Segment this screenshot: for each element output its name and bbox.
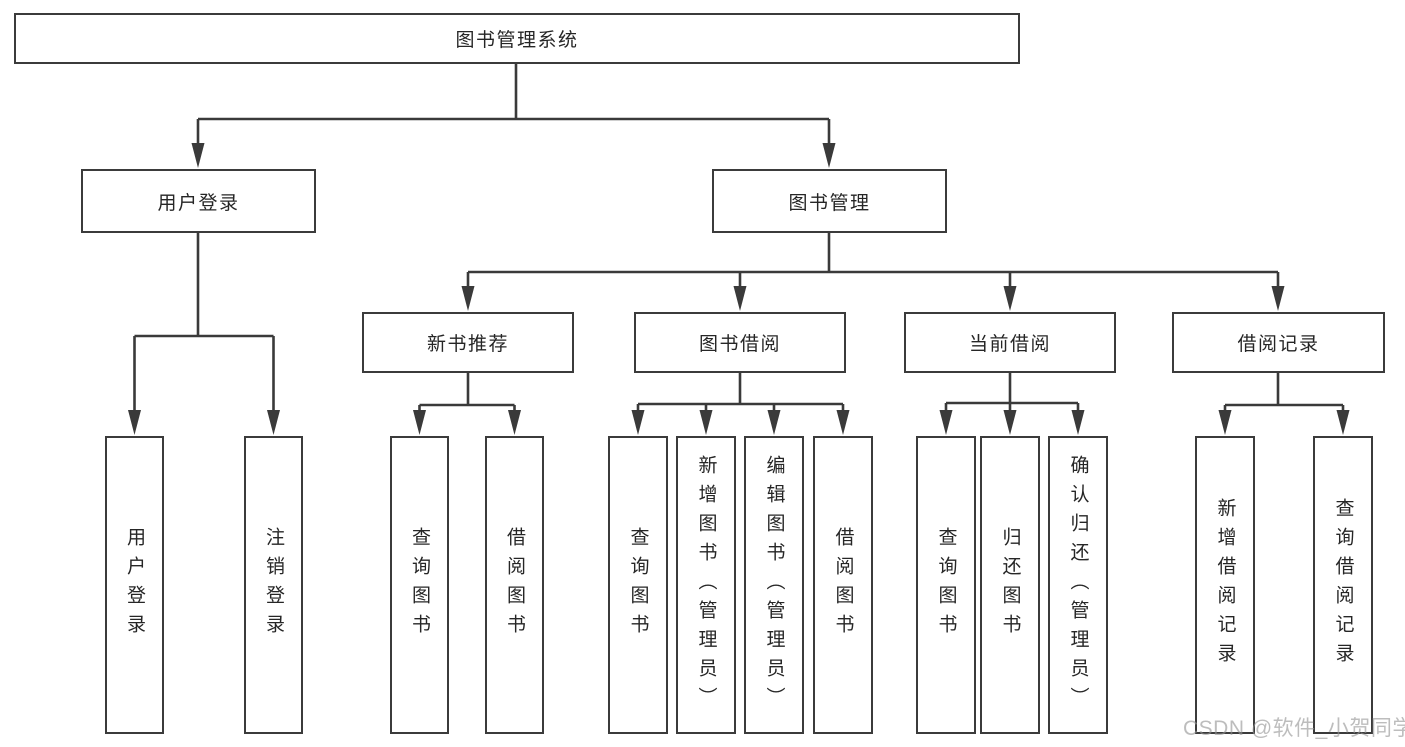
- node-leaf-cb-return-books-label: 归还图书: [999, 527, 1021, 643]
- node-leaf-br-query-record-label: 查询借阅记录: [1332, 498, 1354, 672]
- arrow-icon: [1071, 410, 1085, 435]
- node-leaf-nb-query-books-label: 查询图书: [409, 527, 430, 643]
- node-leaf-nb-borrow-books: 借阅图书: [485, 436, 544, 734]
- node-leaf-bb-edit-books-admin: 编辑图书（管理员）: [744, 436, 804, 734]
- node-current-borrow: 当前借阅: [904, 312, 1116, 373]
- node-book-borrow-label: 图书借阅: [698, 334, 781, 355]
- node-book-mgmt: 图书管理: [712, 169, 947, 233]
- arrow-icon: [1003, 286, 1017, 311]
- arrow-icon: [461, 286, 475, 311]
- arrow-icon: [413, 410, 426, 435]
- arrowheads: [128, 143, 1350, 435]
- node-leaf-cb-confirm-return-admin: 确认归还（管理员）: [1048, 436, 1108, 734]
- arrow-icon: [1271, 286, 1285, 311]
- arrow-icon: [767, 410, 781, 435]
- arrow-icon: [939, 410, 953, 435]
- node-leaf-bb-borrow-books-label: 借阅图书: [832, 527, 854, 643]
- node-leaf-cb-confirm-return-admin-label: 确认归还（管理员）: [1067, 454, 1089, 716]
- node-leaf-br-query-record: 查询借阅记录: [1313, 436, 1373, 734]
- node-leaf-cb-return-books: 归还图书: [980, 436, 1040, 734]
- node-leaf-cb-query-books-label: 查询图书: [935, 527, 957, 643]
- arrow-icon: [128, 410, 141, 435]
- node-leaf-user-login: 用户登录: [105, 436, 164, 734]
- arrow-icon: [822, 143, 836, 168]
- connector-path: [133, 64, 1345, 413]
- watermark: CSDN @软件_小贺同学: [1183, 717, 1405, 740]
- arrow-icon: [1218, 410, 1232, 435]
- node-leaf-br-add-record: 新增借阅记录: [1195, 436, 1255, 734]
- node-leaf-bb-borrow-books: 借阅图书: [813, 436, 873, 734]
- node-current-borrow-label: 当前借阅: [968, 334, 1051, 355]
- node-leaf-user-login-label: 用户登录: [124, 527, 145, 643]
- arrow-icon: [699, 410, 713, 435]
- node-leaf-bb-query-books-label: 查询图书: [627, 527, 649, 643]
- node-root-label: 图书管理系统: [455, 30, 579, 51]
- node-book-borrow: 图书借阅: [634, 312, 846, 373]
- arrow-icon: [508, 410, 521, 435]
- node-leaf-logout-label: 注销登录: [263, 527, 284, 643]
- arrow-icon: [631, 410, 645, 435]
- arrow-icon: [267, 410, 280, 435]
- node-leaf-bb-add-books-admin: 新增图书（管理员）: [676, 436, 736, 734]
- node-borrow-records-label: 借阅记录: [1237, 334, 1320, 355]
- node-new-book-rec-label: 新书推荐: [426, 334, 509, 355]
- arrow-icon: [733, 286, 747, 311]
- node-leaf-bb-add-books-admin-label: 新增图书（管理员）: [695, 454, 717, 716]
- node-leaf-nb-borrow-books-label: 借阅图书: [504, 527, 525, 643]
- arrow-icon: [836, 410, 850, 435]
- node-leaf-cb-query-books: 查询图书: [916, 436, 976, 734]
- node-user-login: 用户登录: [81, 169, 316, 233]
- node-user-login-label: 用户登录: [157, 192, 240, 214]
- node-leaf-br-add-record-label: 新增借阅记录: [1214, 498, 1236, 672]
- node-leaf-nb-query-books: 查询图书: [390, 436, 449, 734]
- arrow-icon: [1336, 410, 1350, 435]
- node-book-mgmt-label: 图书管理: [788, 192, 871, 214]
- node-leaf-bb-edit-books-admin-label: 编辑图书（管理员）: [763, 454, 785, 716]
- node-leaf-logout: 注销登录: [244, 436, 303, 734]
- node-leaf-bb-query-books: 查询图书: [608, 436, 668, 734]
- node-new-book-rec: 新书推荐: [362, 312, 574, 373]
- node-root: 图书管理系统: [14, 13, 1020, 64]
- arrow-icon: [191, 143, 205, 168]
- node-borrow-records: 借阅记录: [1172, 312, 1385, 373]
- arrow-icon: [1003, 410, 1017, 435]
